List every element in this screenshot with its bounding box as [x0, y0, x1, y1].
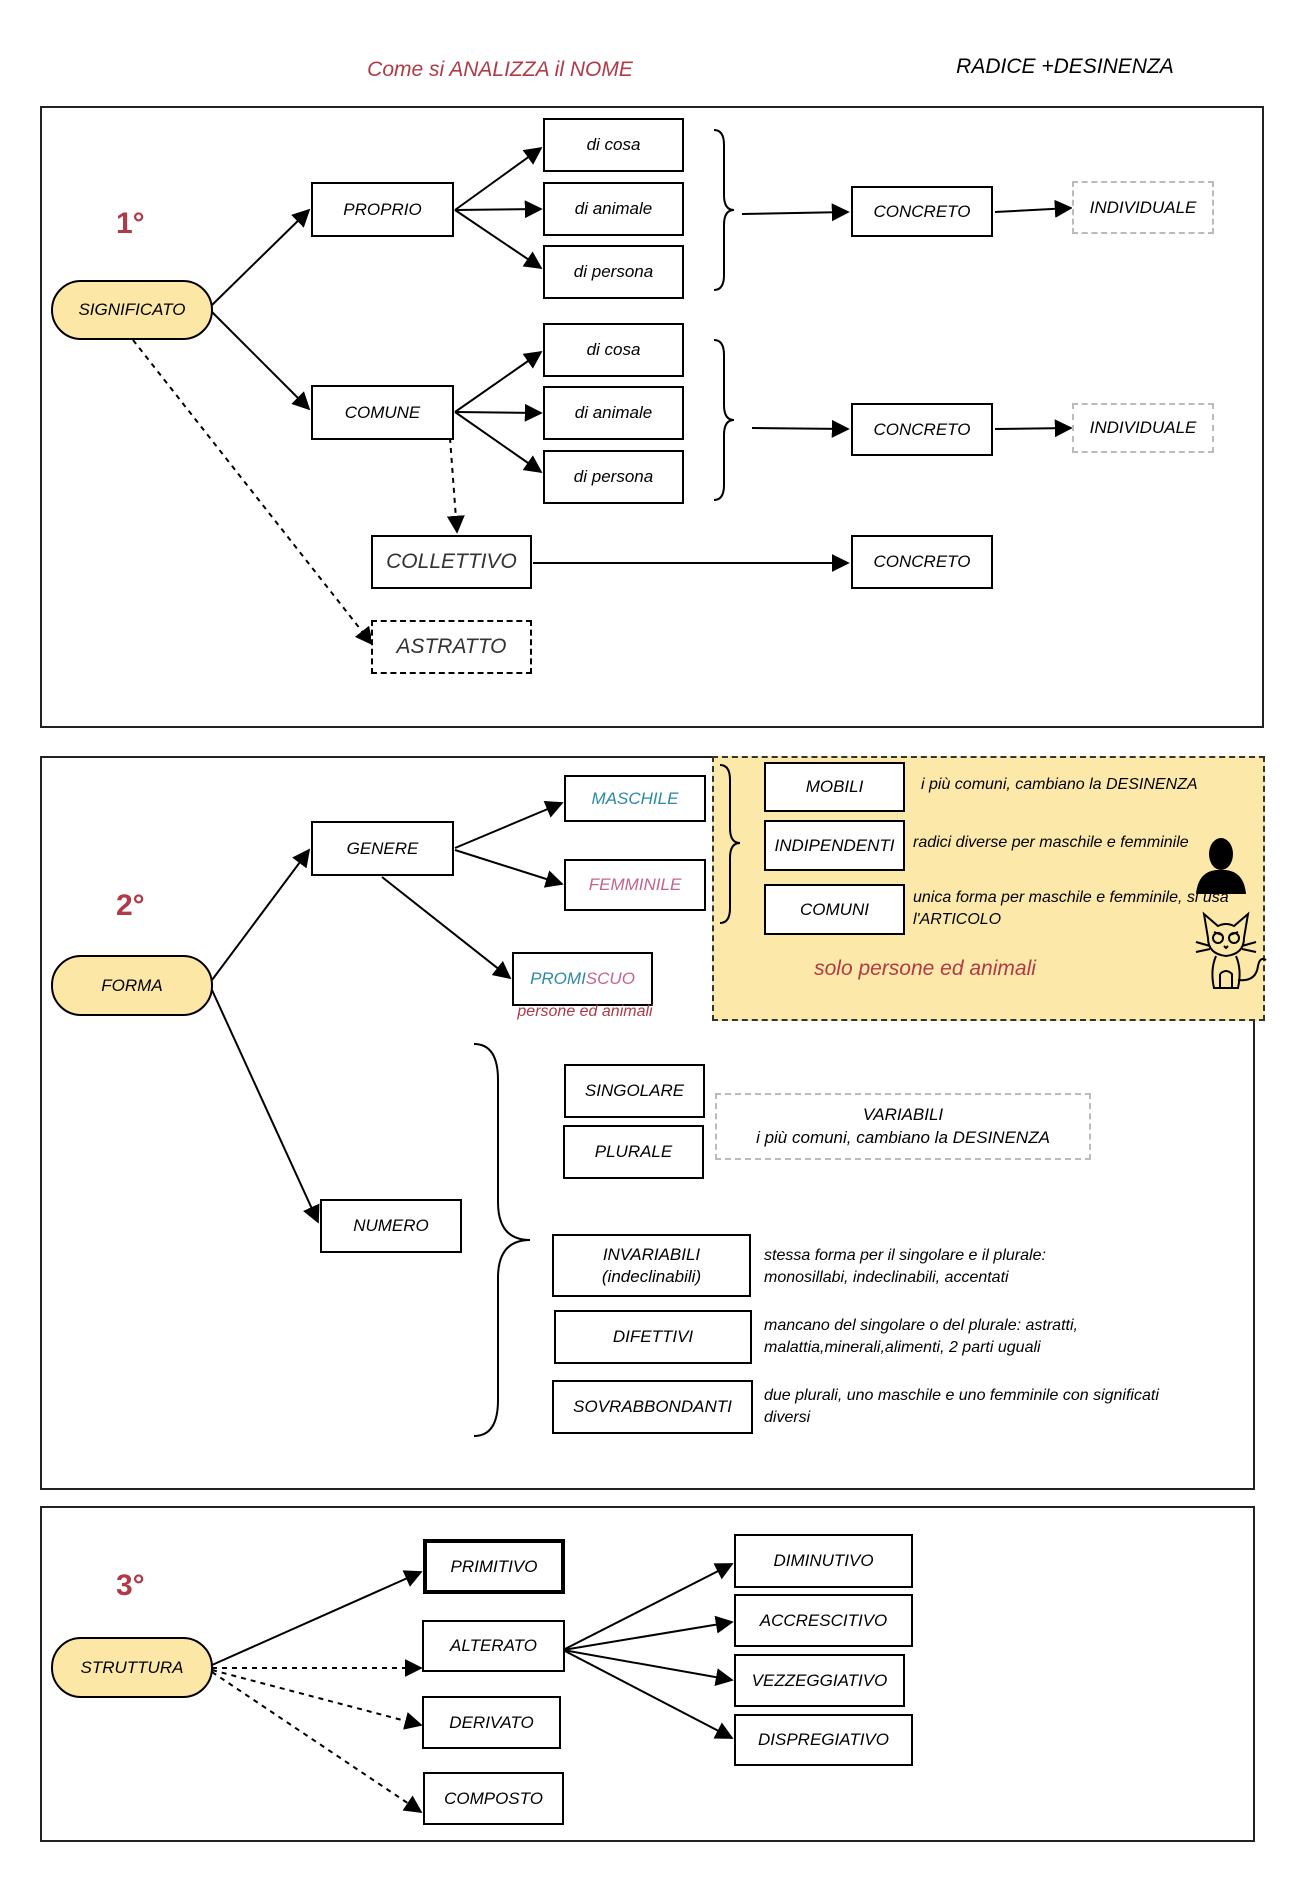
node-concreto-1[interactable]: CONCRETO: [851, 186, 993, 237]
arrow-forma-genere: [211, 848, 311, 981]
arrow-proprio-cosa: [454, 146, 543, 211]
promiscuo-part-2: SCUO: [585, 969, 635, 988]
arrow-comune-persona: [454, 411, 543, 474]
cat-icon: [1195, 911, 1267, 989]
arrow-significato-proprio: [211, 208, 311, 306]
node-difettivi[interactable]: DIFETTIVI: [554, 1310, 752, 1364]
node-proprio-cosa[interactable]: di cosa: [543, 118, 684, 172]
promiscuo-part-1: PROMI: [530, 969, 586, 988]
section-2-frame: [40, 756, 1255, 1490]
node-proprio-persona[interactable]: di persona: [543, 245, 684, 299]
promiscuo-note: persone ed animali: [517, 1003, 653, 1021]
node-comune-cosa[interactable]: di cosa: [543, 323, 684, 377]
node-significato[interactable]: SIGNIFICATO: [51, 280, 213, 340]
brace-4: [473, 1043, 531, 1437]
node-sovrabbondanti[interactable]: SOVRABBONDANTI: [552, 1380, 753, 1434]
node-vezzeggiativo[interactable]: VEZZEGGIATIVO: [734, 1654, 905, 1707]
mobili-description: i più comuni, cambiano la DESINENZA: [921, 776, 1198, 793]
node-concreto-3[interactable]: CONCRETO: [851, 535, 993, 589]
node-femminile[interactable]: FEMMINILE: [564, 859, 706, 911]
section-3-frame: [40, 1506, 1255, 1842]
page-title: Come si ANALIZZA il NOME: [367, 58, 633, 82]
arrow-alterato-vezzeggiativo: [562, 1649, 734, 1687]
section-1-number: 1°: [116, 207, 145, 240]
variabili-title: VARIABILI: [862, 1105, 944, 1125]
indipendenti-description: radici diverse per maschile e femminile: [913, 834, 1189, 851]
node-diminutivo[interactable]: DIMINUTIVO: [734, 1534, 913, 1588]
node-indipendenti[interactable]: INDIPENDENTI: [764, 820, 905, 871]
node-genere[interactable]: GENERE: [311, 821, 454, 876]
arrow-genere-femminile: [454, 849, 564, 888]
node-individuale-2[interactable]: INDIVIDUALE: [1072, 403, 1214, 453]
arrow-proprio-persona: [454, 209, 543, 270]
node-numero[interactable]: NUMERO: [320, 1199, 462, 1253]
arrow-brace2-concreto: [751, 419, 850, 438]
node-concreto-2[interactable]: CONCRETO: [851, 403, 993, 456]
arrow-alterato-diminutivo: [562, 1563, 734, 1651]
arrow-alterato-accrescitivo: [562, 1615, 734, 1651]
arrow-forma-numero: [211, 989, 320, 1224]
node-comune-animale[interactable]: di animale: [543, 386, 684, 440]
comuni-description: unica forma per maschile e femminile, si…: [913, 889, 1229, 928]
brace-3: [719, 764, 741, 924]
node-proprio[interactable]: PROPRIO: [311, 182, 454, 237]
node-forma[interactable]: FORMA: [51, 955, 213, 1016]
invariabili-description: stessa forma per il singolare e il plura…: [764, 1247, 1046, 1286]
arrow-struttura-derivato: [211, 1669, 423, 1730]
arrow-alterato-dispregiativo: [562, 1649, 734, 1739]
node-dispregiativo[interactable]: DISPREGIATIVO: [734, 1714, 913, 1766]
brace-2: [713, 339, 735, 501]
node-composto[interactable]: COMPOSTO: [423, 1772, 564, 1825]
node-individuale-1[interactable]: INDIVIDUALE: [1072, 181, 1214, 234]
arrow-significato-astratto: [132, 339, 374, 646]
node-accrescitivo[interactable]: ACCRESCITIVO: [734, 1594, 913, 1647]
arrow-comune-cosa: [454, 350, 543, 413]
invariabili-sublabel: (indeclinabili): [601, 1266, 702, 1286]
node-comuni[interactable]: COMUNI: [764, 884, 905, 935]
node-primitivo[interactable]: PRIMITIVO: [423, 1539, 565, 1594]
variabili-box: VARIABILI i più comuni, cambiano la DESI…: [715, 1093, 1091, 1160]
arrow-concreto-individuale-1: [994, 199, 1073, 218]
brace-1: [713, 129, 735, 291]
arrow-significato-comune: [211, 311, 311, 411]
arrow-proprio-animale: [454, 200, 543, 219]
node-maschile[interactable]: MASCHILE: [564, 775, 706, 822]
arrow-concreto-individuale-2: [994, 419, 1073, 438]
node-mobili[interactable]: MOBILI: [764, 762, 905, 812]
arrow-comune-animale: [454, 403, 543, 422]
header-right-label: RADICE +DESINENZA: [956, 55, 1174, 79]
node-comune[interactable]: COMUNE: [311, 385, 454, 440]
arrow-struttura-composto: [211, 1671, 423, 1814]
arrow-struttura-primitivo: [211, 1570, 423, 1666]
sovrabbondanti-description: due plurali, uno maschile e uno femminil…: [764, 1387, 1159, 1426]
arrow-genere-promiscuo: [381, 876, 512, 980]
difettivi-description: mancano del singolare o del plurale: ast…: [764, 1317, 1078, 1356]
node-alterato[interactable]: ALTERATO: [422, 1620, 565, 1672]
arrow-comune-collettivo: [446, 437, 465, 534]
node-derivato[interactable]: DERIVATO: [422, 1696, 561, 1749]
section-1-frame: [40, 106, 1264, 728]
node-struttura[interactable]: STRUTTURA: [51, 1637, 213, 1698]
arrow-genere-maschile: [454, 800, 564, 849]
node-singolare[interactable]: SINGOLARE: [564, 1064, 705, 1118]
node-collettivo[interactable]: COLLETTIVO: [371, 535, 532, 589]
node-invariabili[interactable]: INVARIABILI (indeclinabili): [552, 1234, 751, 1297]
invariabili-label: INVARIABILI: [602, 1245, 701, 1265]
node-comune-persona[interactable]: di persona: [543, 450, 684, 504]
node-plurale[interactable]: PLURALE: [563, 1125, 704, 1179]
section-2-number: 2°: [116, 889, 145, 922]
variabili-description: i più comuni, cambiano la DESINENZA: [756, 1127, 1050, 1147]
person-silhouette-icon: [1196, 838, 1246, 894]
node-proprio-animale[interactable]: di animale: [543, 182, 684, 236]
arrow-brace1-concreto: [741, 203, 850, 222]
panel-note: solo persone ed animali: [814, 957, 1036, 981]
node-astratto[interactable]: ASTRATTO: [371, 620, 532, 674]
section-3-number: 3°: [116, 1569, 145, 1602]
